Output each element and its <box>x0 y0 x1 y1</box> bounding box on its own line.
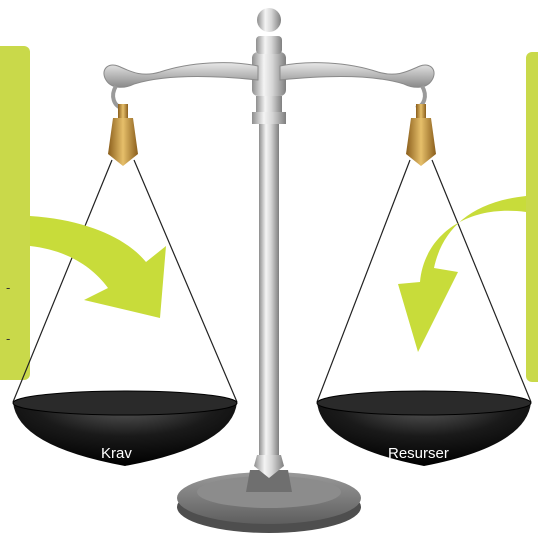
right-pan: Resurser <box>316 390 532 466</box>
left-pan-strings <box>12 159 238 403</box>
pillar-finial <box>257 8 281 32</box>
left-pan-label: Krav <box>101 445 132 462</box>
right-pan-label: Resurser <box>388 445 449 462</box>
right-hanger <box>406 104 436 166</box>
right-pan-strings <box>316 159 532 403</box>
left-hanger <box>108 104 138 166</box>
left-curved-arrow <box>30 216 166 318</box>
left-pan: Krav <box>12 390 238 466</box>
right-curved-arrow <box>398 196 526 352</box>
right-side-panel <box>526 52 538 382</box>
scale-base <box>177 470 361 533</box>
left-side-panel <box>0 46 30 380</box>
left-panel-mark-1: - <box>6 280 10 295</box>
left-panel-mark-2: - <box>6 331 10 346</box>
scale-pillar <box>252 8 286 478</box>
